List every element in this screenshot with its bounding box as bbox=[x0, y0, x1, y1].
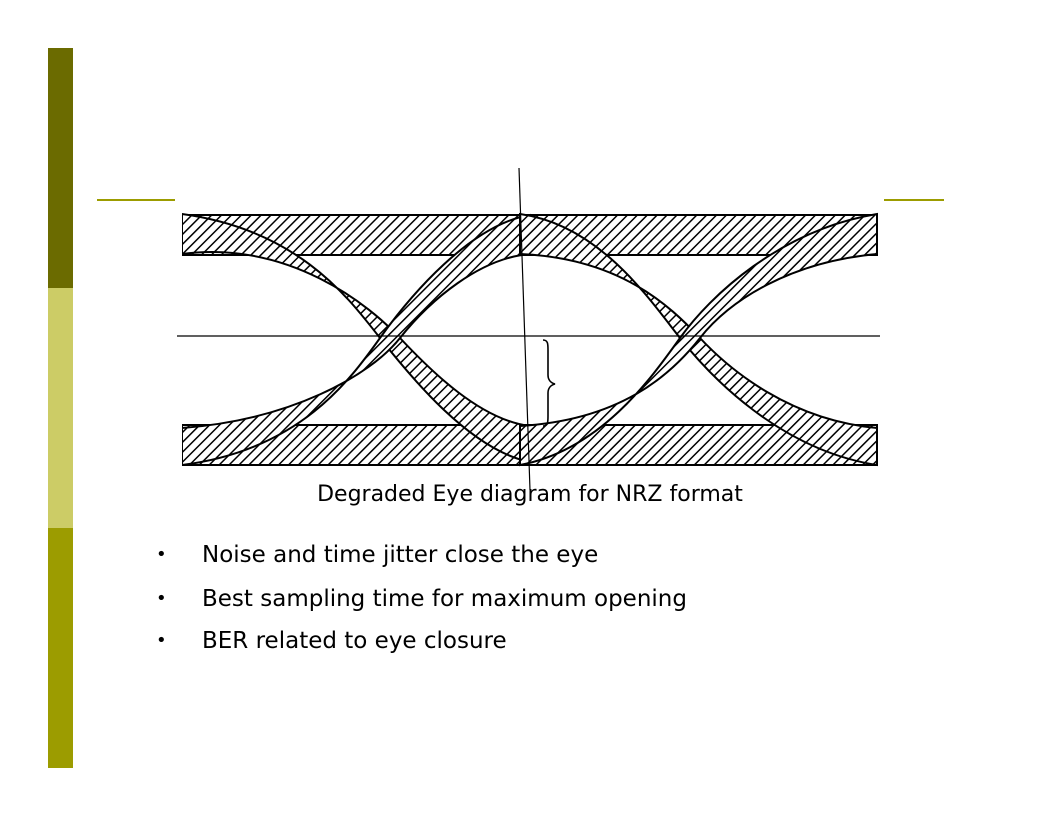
sidebar-block-light bbox=[48, 288, 73, 528]
top-rule-right bbox=[884, 199, 944, 201]
diagram-caption: Degraded Eye diagram for NRZ format bbox=[317, 482, 743, 507]
bullet-text: Noise and time jitter close the eye bbox=[202, 542, 599, 568]
bullet-dot: • bbox=[156, 588, 167, 609]
sidebar-block-mid bbox=[48, 528, 73, 768]
bullet-text: Best sampling time for maximum opening bbox=[202, 586, 687, 612]
sidebar-block-dark bbox=[48, 48, 73, 288]
eye-opening-brace bbox=[542, 339, 556, 427]
bullet-dot: • bbox=[156, 630, 167, 651]
sampling-line bbox=[518, 167, 531, 491]
edge-band-4 bbox=[519, 212, 878, 467]
decorative-sidebar bbox=[48, 48, 73, 768]
bullet-text: BER related to eye closure bbox=[202, 628, 507, 654]
top-rule-left bbox=[97, 199, 175, 201]
bullet-dot: • bbox=[156, 544, 167, 565]
